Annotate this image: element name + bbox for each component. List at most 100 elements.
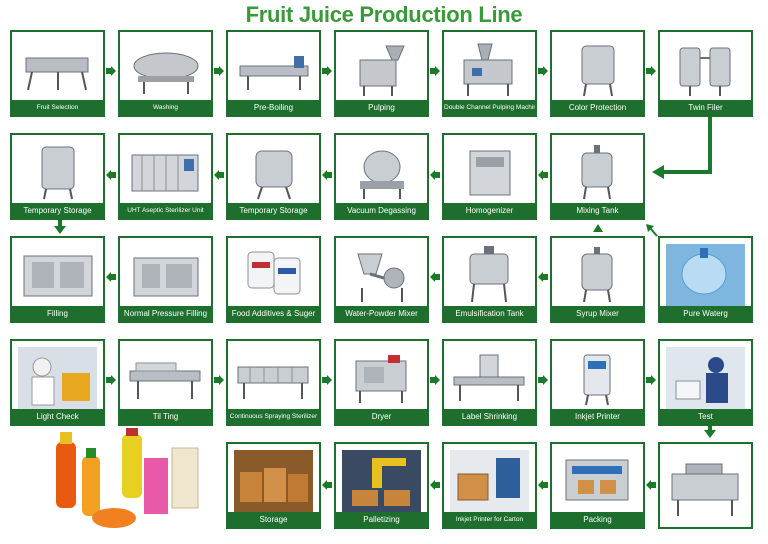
step-label: Palletizing: [336, 512, 427, 527]
step-washing: Washing: [118, 30, 213, 117]
juice-bottles-image: [44, 428, 204, 538]
dryer-icon: [342, 347, 421, 409]
connector-syrup-up: [593, 224, 603, 232]
step-pulping: Pulping: [334, 30, 429, 117]
water-bottle-icon: [666, 244, 745, 306]
step-label: Packing: [552, 512, 643, 527]
syrup-tank-icon: [558, 244, 637, 306]
additive-sacks-icon: [234, 244, 313, 306]
powder-mixer-icon: [342, 244, 421, 306]
arrow-left-icon: [322, 480, 332, 490]
homogenizer-icon: [450, 141, 529, 203]
step-temporary-storage-2: Temporary Storage: [226, 133, 321, 220]
step-label: Color Protection: [552, 100, 643, 115]
step-packing: Packing: [550, 442, 645, 529]
step-continuous-spraying: Continuous Spraying Sterilizer: [226, 339, 321, 426]
step-fruit-selection: Fruit Selection: [10, 30, 105, 117]
step-label: Temporary Storage: [12, 203, 103, 218]
step-temporary-storage-1: Temporary Storage: [10, 133, 105, 220]
arrow-left-icon: [430, 170, 440, 180]
step-label-shrinking: Label Shrinking: [442, 339, 537, 426]
connector-pure-water-diag: [649, 227, 658, 237]
step-label: Storage: [228, 512, 319, 527]
step-label: Vacuum Degassing: [336, 203, 427, 218]
step-light-check: Light Check: [10, 339, 105, 426]
step-label: Double Channel Pulping Machine: [444, 100, 535, 115]
step-double-channel: Double Channel Pulping Machine: [442, 30, 537, 117]
connector-head-mixing-tank: [652, 165, 664, 179]
steel-tank-icon: [18, 141, 97, 203]
step-mixing-tank: Mixing Tank: [550, 133, 645, 220]
arrow-right-icon: [430, 375, 440, 385]
connector-head-pure-water: [646, 224, 654, 232]
lab-test-icon: [666, 347, 745, 409]
arrow-left-icon: [322, 170, 332, 180]
step-normal-pressure-filling: Normal Pressure Filling: [118, 236, 213, 323]
connector-head-test-down: [704, 430, 716, 438]
boiler-conveyor-icon: [234, 38, 313, 100]
steel-tank-icon: [234, 141, 313, 203]
step-test: Test: [658, 339, 753, 426]
arrow-left-icon: [214, 170, 224, 180]
carton-printer-icon: [450, 450, 529, 512]
step-label: Filling: [12, 306, 103, 321]
step-label: Light Check: [12, 409, 103, 424]
arrow-right-icon: [106, 375, 116, 385]
arrow-left-icon: [430, 272, 440, 282]
arrow-right-icon: [538, 375, 548, 385]
step-uht: UHT Aseptic Sterilizer Unit: [118, 133, 213, 220]
step-vacuum-degassing: Vacuum Degassing: [334, 133, 429, 220]
step-label: Syrup Mixer: [552, 306, 643, 321]
arrow-left-icon: [538, 272, 548, 282]
arrow-right-icon: [214, 66, 224, 76]
arrow-left-icon: [646, 480, 656, 490]
step-label: Water-Powder Mixer: [336, 306, 427, 321]
filling-machine-icon: [18, 244, 97, 306]
arrow-right-icon: [322, 66, 332, 76]
step-label: Pulping: [336, 100, 427, 115]
arrow-right-icon: [646, 375, 656, 385]
step-pure-water: Pure Waterg: [658, 236, 753, 323]
arrow-right-icon: [322, 375, 332, 385]
mixing-tank-icon: [558, 141, 637, 203]
double-channel-pulper-icon: [450, 38, 529, 100]
step-label: Food Additives & Suger: [228, 306, 319, 321]
step-label: Pre-Boiling: [228, 100, 319, 115]
arrow-left-icon: [430, 480, 440, 490]
step-shrink-wrapper: [658, 442, 753, 529]
step-color-protection: Color Protection: [550, 30, 645, 117]
step-label: Til Ting: [120, 409, 211, 424]
step-label: Temporary Storage: [228, 203, 319, 218]
pulper-icon: [342, 38, 421, 100]
step-inkjet-printer: Inkjet Printer: [550, 339, 645, 426]
step-filling: Filling: [10, 236, 105, 323]
step-label: Emulsification Tank: [444, 306, 535, 321]
worker-inspection-icon: [18, 347, 97, 409]
conveyor-table-icon: [18, 38, 97, 100]
emulsification-tank-icon: [450, 244, 529, 306]
step-label: Inkjet Printer for Carton: [444, 512, 535, 527]
arrow-left-icon: [106, 272, 116, 282]
step-syrup-mixer: Syrup Mixer: [550, 236, 645, 323]
palletizer-robot-icon: [342, 450, 421, 512]
connector-head-storage-down: [54, 226, 66, 234]
inkjet-printer-icon: [558, 347, 637, 409]
step-food-additives: Food Additives & Suger: [226, 236, 321, 323]
warehouse-icon: [234, 450, 313, 512]
step-label: Homogenizer: [444, 203, 535, 218]
step-inkjet-printer-carton: Inkjet Printer for Carton: [442, 442, 537, 529]
arrow-right-icon: [538, 66, 548, 76]
step-label: Mixing Tank: [552, 203, 643, 218]
step-label: Dryer: [336, 409, 427, 424]
step-label: Label Shrinking: [444, 409, 535, 424]
packing-machine-icon: [558, 450, 637, 512]
step-water-powder-mixer: Water-Powder Mixer: [334, 236, 429, 323]
step-label: Test: [660, 409, 751, 424]
step-twin-filer: Twin Filer: [658, 30, 753, 117]
shrink-wrapper-icon: [666, 450, 745, 524]
step-storage: Storage: [226, 442, 321, 529]
step-label: Continuous Spraying Sterilizer: [228, 409, 319, 424]
arrow-right-icon: [430, 66, 440, 76]
arrow-right-icon: [214, 375, 224, 385]
step-pre-boiling: Pre-Boiling: [226, 30, 321, 117]
